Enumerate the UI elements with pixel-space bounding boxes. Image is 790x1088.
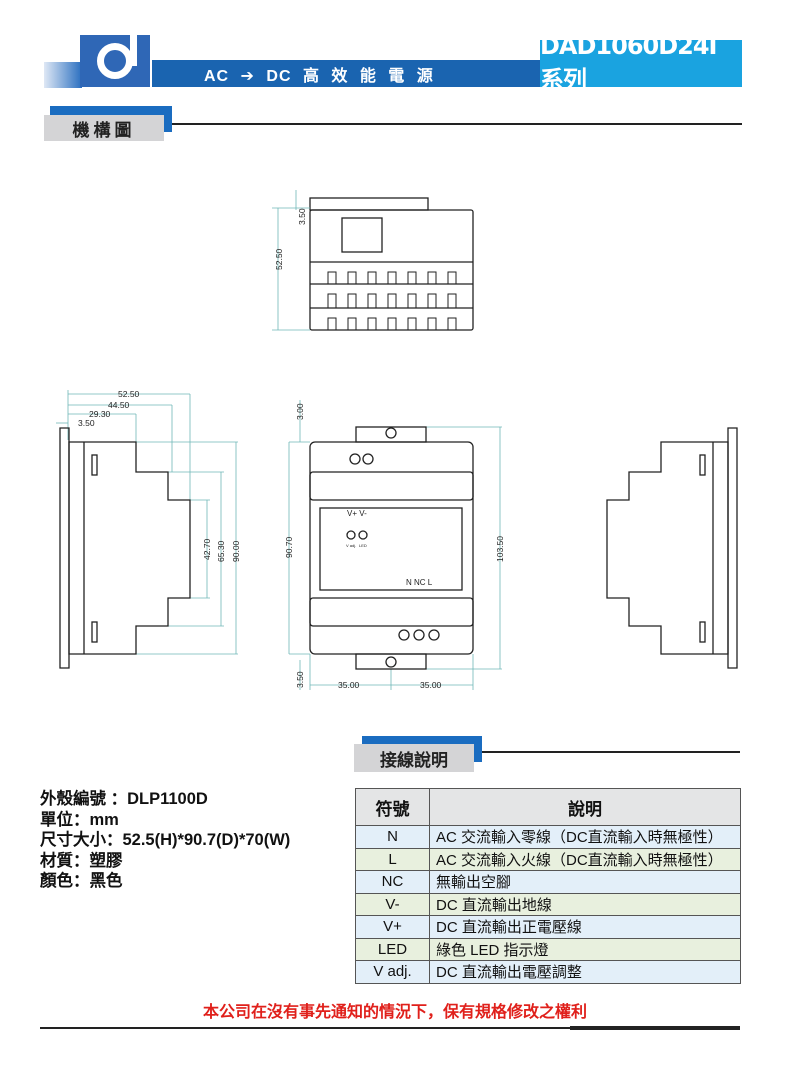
footer-divider bbox=[40, 1027, 740, 1029]
dimension-lines bbox=[56, 190, 502, 690]
table-row: V-DC 直流輸出地線 bbox=[355, 892, 741, 916]
dim-side-h1: 42.70 bbox=[202, 538, 212, 560]
table-header: 符號說明 bbox=[355, 788, 741, 826]
cell-desc: DC 直流輸出電壓調整 bbox=[429, 960, 741, 984]
logo-gradient-bar bbox=[44, 62, 82, 88]
section-title-mechanical: 機構圖 bbox=[44, 115, 164, 141]
label-vadj: V adj. bbox=[346, 543, 356, 548]
spec-case: 外殼編號 ：DLP1100D bbox=[40, 790, 208, 808]
cell-symbol: L bbox=[355, 847, 430, 871]
front-view bbox=[309, 426, 474, 670]
section-divider bbox=[482, 751, 740, 753]
header-symbol: 符號 bbox=[355, 788, 430, 826]
dim-front-half-left: 35.00 bbox=[338, 680, 360, 690]
label-input: N NC L bbox=[406, 578, 433, 587]
company-logo bbox=[80, 34, 150, 87]
cell-desc: 綠色 LED 指示燈 bbox=[429, 937, 741, 961]
label-vout: V+ V- bbox=[347, 509, 367, 518]
dim-front-bottom-offset: 3.50 bbox=[295, 671, 305, 688]
section-divider bbox=[172, 123, 742, 125]
dim-front-height: 90.70 bbox=[284, 536, 294, 558]
dim-side-1: 52.50 bbox=[118, 389, 140, 399]
product-line-banner: AC ➔ DC 高 效 能 電 源 bbox=[152, 60, 540, 87]
dim-top-height: 52.50 bbox=[274, 248, 284, 270]
cell-symbol: V+ bbox=[355, 915, 430, 939]
top-view bbox=[309, 197, 474, 331]
cell-desc: 無輸出空腳 bbox=[429, 870, 741, 894]
footer-divider-accent bbox=[570, 1026, 740, 1030]
dim-side-h2: 65.30 bbox=[216, 540, 226, 562]
section-title-wiring: 接線說明 bbox=[354, 744, 474, 772]
spec-color: 顏色：黑色 bbox=[40, 872, 123, 890]
table-row: V+DC 直流輸出正電壓線 bbox=[355, 915, 741, 939]
header-description: 說明 bbox=[429, 788, 741, 826]
spec-material: 材質：塑膠 bbox=[40, 851, 123, 870]
dim-front-total: 103.50 bbox=[495, 536, 505, 562]
dim-side-2: 44.50 bbox=[108, 400, 130, 410]
right-side-view bbox=[606, 427, 738, 669]
dim-top-offset: 3.50 bbox=[297, 208, 307, 225]
dim-side-4: 3.50 bbox=[78, 418, 95, 428]
dimension-labels: 52.50 3.50 52.50 44.50 29.30 3.50 42.70 … bbox=[78, 208, 505, 690]
cell-desc: AC 交流輸入零線（DC直流輸入時無極性） bbox=[429, 825, 741, 849]
table-row: V adj.DC 直流輸出電壓調整 bbox=[355, 960, 741, 984]
dim-front-top-offset: 3.00 bbox=[295, 403, 305, 420]
cell-symbol: N bbox=[355, 825, 430, 849]
dim-front-half-right: 35.00 bbox=[420, 680, 442, 690]
spec-unit: 單位：mm bbox=[40, 810, 119, 829]
cell-symbol: LED bbox=[355, 937, 430, 961]
cell-desc: AC 交流輸入火線（DC直流輸入時無極性） bbox=[429, 847, 741, 871]
dim-side-3: 29.30 bbox=[89, 409, 111, 419]
disclaimer: 本公司在沒有事先通知的情況下，保有規格修改之權利 bbox=[202, 1004, 587, 1021]
cell-symbol: NC bbox=[355, 870, 430, 894]
front-labels: V+ V- V adj. LED N NC L bbox=[346, 509, 433, 587]
mechanical-drawing: 52.50 3.50 52.50 44.50 29.30 3.50 42.70 … bbox=[56, 190, 738, 690]
spec-size: 尺寸大小：52.5(H)*90.7(D)*70(W) bbox=[40, 831, 291, 849]
dim-side-h3: 90.00 bbox=[231, 540, 241, 562]
cell-symbol: V adj. bbox=[355, 960, 430, 984]
cell-desc: DC 直流輸出正電壓線 bbox=[429, 915, 741, 939]
left-side-view bbox=[59, 427, 191, 669]
cell-symbol: V- bbox=[355, 892, 430, 916]
cell-desc: DC 直流輸出地線 bbox=[429, 892, 741, 916]
label-led: LED bbox=[359, 543, 367, 548]
housing-specs: 外殼編號 ：DLP1100D 單位：mm 尺寸大小：52.5(H)*90.7(D… bbox=[40, 789, 290, 892]
